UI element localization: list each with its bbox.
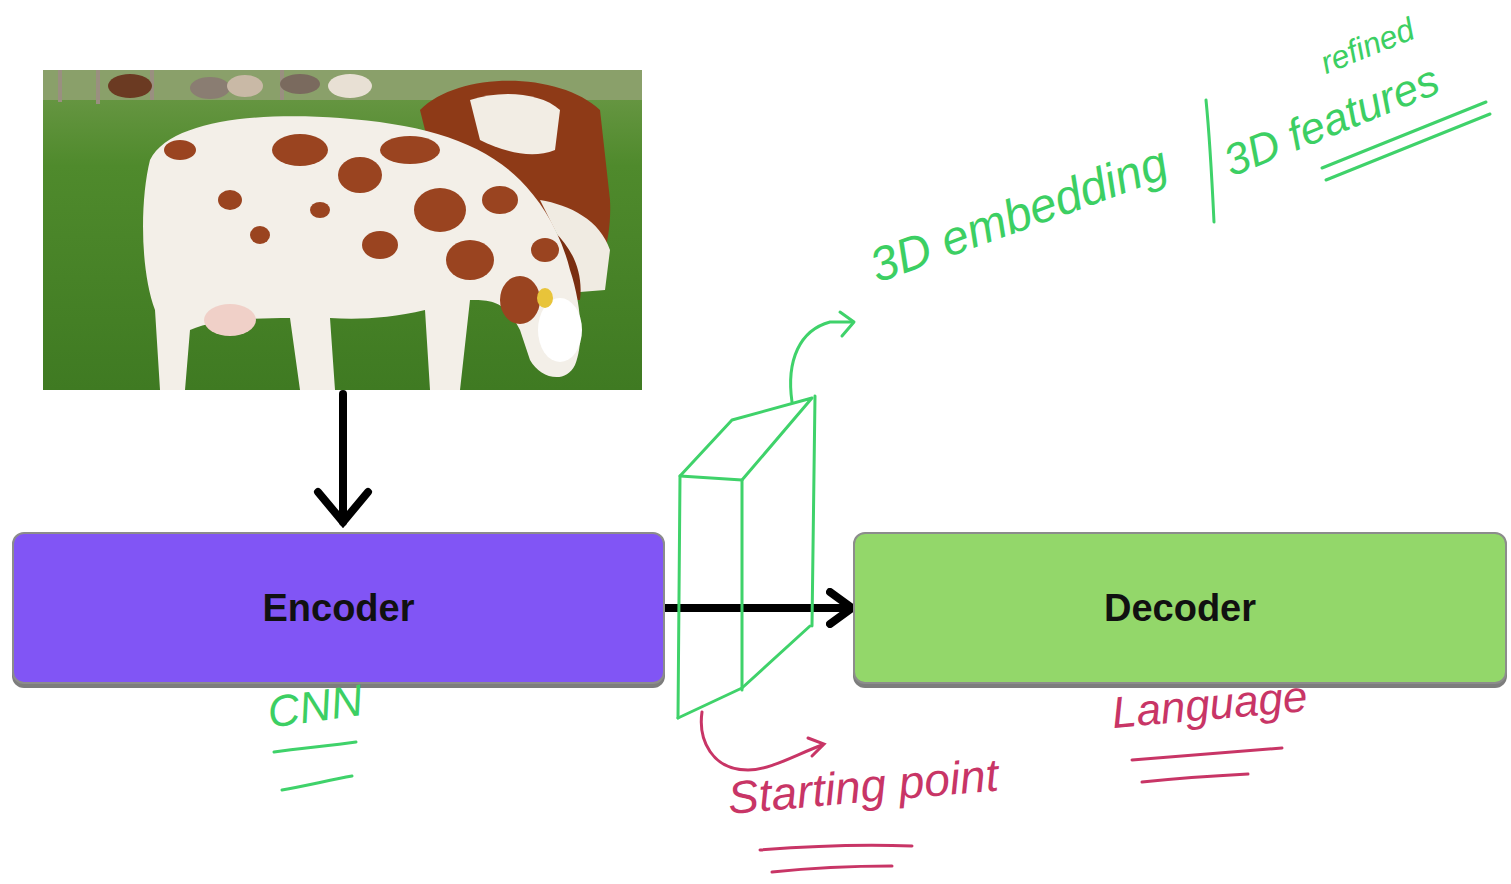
process-box: Decoder bbox=[853, 532, 1507, 684]
handwritten-note: 3D embedding bbox=[863, 135, 1175, 294]
input-arrow bbox=[318, 394, 368, 522]
handwritten-note: 3D features bbox=[1217, 55, 1447, 187]
handwritten-note: Language bbox=[1110, 671, 1309, 738]
box-title: Decoder bbox=[1104, 587, 1256, 630]
handwritten-note: CNN bbox=[264, 675, 365, 738]
cow-photo bbox=[43, 70, 642, 390]
box-title: Encoder bbox=[262, 587, 414, 630]
handwritten-note: refined bbox=[1315, 11, 1420, 82]
handwritten-note: Starting point bbox=[726, 748, 1001, 824]
hand-underlines bbox=[274, 100, 1490, 872]
process-box: Encoder bbox=[12, 532, 665, 684]
embedding-prism bbox=[678, 312, 854, 718]
flow-arrow bbox=[665, 604, 853, 612]
